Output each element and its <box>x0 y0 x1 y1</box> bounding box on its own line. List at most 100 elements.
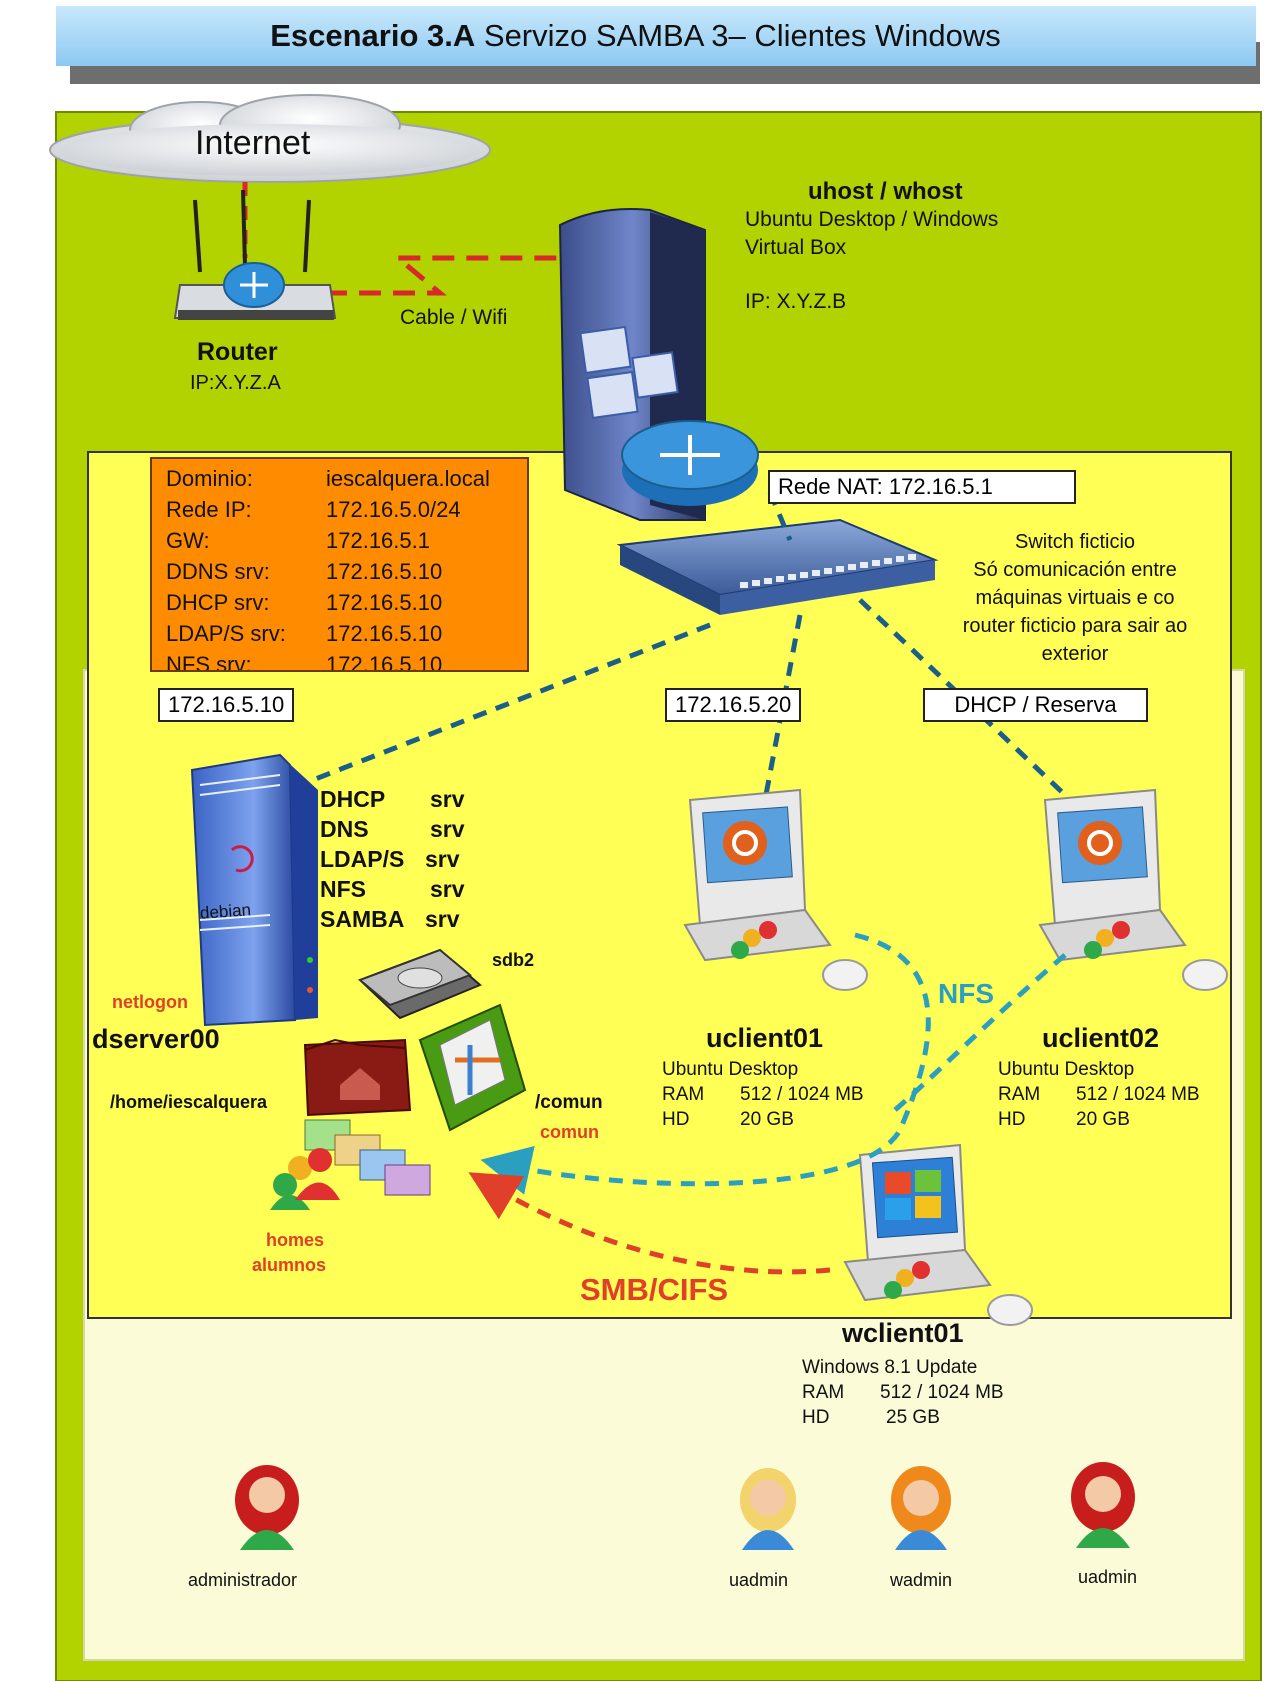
network-info-box: Dominio: Rede IP: GW: DDNS srv: DHCP srv… <box>150 457 529 672</box>
title-rest: Servizo SAMBA 3– Clientes Windows <box>483 18 1001 53</box>
host-os: Ubuntu Desktop / Windows <box>745 208 999 231</box>
wclient01-specs: Windows 8.1 Update RAM 512 / 1024 MB HD 25… <box>802 1355 1004 1430</box>
spec-value: 512 / 1024 MB <box>740 1084 864 1105</box>
user-wadmin-icon <box>891 1466 951 1550</box>
router-icon <box>173 189 337 320</box>
nfs-link <box>480 932 931 1195</box>
comun-path: /comun <box>535 1092 603 1113</box>
service-suffix: srv <box>430 876 465 902</box>
user-uadmin-2-icon <box>1071 1462 1135 1548</box>
header-bar <box>56 6 1256 66</box>
service-name: LDAP/S <box>320 846 405 872</box>
router-name: Router <box>197 338 278 366</box>
server-ip: 172.16.5.10 <box>158 688 295 722</box>
spec-os: Ubuntu Desktop <box>662 1059 799 1080</box>
diagram-title: Escenario 3.A Servizo SAMBA 3– Clientes … <box>0 18 1271 54</box>
home-folder-icon <box>303 1038 412 1117</box>
spec-value: 25 GB <box>886 1407 940 1428</box>
info-value: 172.16.5.10 <box>326 590 443 615</box>
service-suffix: srv <box>425 906 460 932</box>
switch-line: máquinas virtuais e co <box>975 587 1175 609</box>
host-name: uhost / whost <box>808 178 963 205</box>
service-suffix: srv <box>430 786 465 812</box>
netlogon-label: netlogon <box>112 992 188 1012</box>
debian-server-icon <box>190 753 318 1027</box>
alumnos-label: alumnos <box>252 1255 327 1275</box>
spec-value: 512 / 1024 MB <box>880 1382 1004 1403</box>
user-uadmin-label: uadmin <box>729 1570 789 1590</box>
info-key: DHCP srv: <box>166 590 270 615</box>
disk-label: sdb2 <box>492 950 535 970</box>
server-name: dserver00 <box>92 1024 220 1054</box>
spec-label: RAM <box>662 1084 705 1105</box>
info-value: 172.16.5.1 <box>326 528 430 553</box>
info-key: GW: <box>166 528 210 553</box>
cable-wifi-link <box>325 255 565 296</box>
spec-label: RAM <box>802 1382 845 1403</box>
spec-label: HD <box>802 1407 830 1428</box>
title-bold: Escenario 3.A <box>270 18 476 53</box>
switch-line: exterior <box>1041 643 1109 665</box>
nfs-label: NFS <box>938 978 994 1009</box>
service-name: SAMBA <box>320 906 405 932</box>
comun-folder-icon <box>418 1003 527 1132</box>
service-suffix: srv <box>425 846 460 872</box>
info-key: NFS srv: <box>166 652 252 672</box>
spec-label: HD <box>662 1109 690 1130</box>
uclient01-computer-icon <box>683 788 868 991</box>
host-ip: IP: X.Y.Z.B <box>745 290 847 313</box>
switch-line: Switch ficticio <box>1014 531 1136 553</box>
uclient01-ip: 172.16.5.20 <box>665 688 802 722</box>
homes-folders-icon <box>304 1119 431 1196</box>
homes-label: homes <box>266 1230 325 1250</box>
spec-value: 20 GB <box>1076 1109 1130 1130</box>
info-value: 172.16.5.10 <box>326 652 443 672</box>
info-key: Rede IP: <box>166 497 252 522</box>
wclient01-name: wclient01 <box>842 1318 964 1348</box>
internet-label: Internet <box>195 124 311 162</box>
spec-os: Windows 8.1 Update <box>802 1357 978 1378</box>
uclient01-specs: Ubuntu Desktop RAM 512 / 1024 MB HD 20 GB <box>662 1057 864 1132</box>
smb-label: SMB/CIFS <box>580 1272 729 1307</box>
info-value: 172.16.5.10 <box>326 621 443 646</box>
user-administrador-icon <box>235 1465 299 1550</box>
info-key: Dominio: <box>166 466 253 491</box>
hard-disk-icon <box>358 948 482 1020</box>
nat-router-icon <box>621 420 759 506</box>
wclient01-computer-icon <box>843 1143 1033 1326</box>
spec-value: 20 GB <box>740 1109 794 1130</box>
switch-icon <box>616 518 939 615</box>
uclient02-ip: DHCP / Reserva <box>923 688 1148 722</box>
spec-os: Ubuntu Desktop <box>998 1059 1135 1080</box>
host-virtualbox: Virtual Box <box>745 236 847 259</box>
info-value: 172.16.5.10 <box>326 559 443 584</box>
nat-label: Rede NAT: 172.16.5.1 <box>768 470 1076 504</box>
info-value: 172.16.5.0/24 <box>326 497 461 522</box>
service-name: NFS <box>320 876 366 902</box>
spec-label: HD <box>998 1109 1026 1130</box>
service-name: DHCP <box>320 786 386 812</box>
switch-line: Só comunicación entre <box>973 559 1177 581</box>
router-ip: IP:X.Y.Z.A <box>190 372 281 394</box>
uclient02-name: uclient02 <box>1042 1023 1160 1053</box>
comun-share: comun <box>540 1122 600 1142</box>
switch-line: router ficticio para sair ao <box>962 615 1188 637</box>
home-path: /home/iescalquera <box>110 1092 268 1112</box>
info-key: LDAP/S srv: <box>166 621 286 646</box>
nfs-link-2 <box>893 953 1067 1112</box>
service-suffix: srv <box>430 816 465 842</box>
user-wadmin-label: wadmin <box>890 1570 953 1590</box>
uclient01-name: uclient01 <box>706 1023 824 1053</box>
spec-label: RAM <box>998 1084 1041 1105</box>
info-value: iescalquera.local <box>326 466 490 491</box>
user-administrador-label: administrador <box>188 1570 298 1590</box>
uclient02-computer-icon <box>1038 788 1228 991</box>
link-label: Cable / Wifi <box>400 306 508 329</box>
user-uadmin-icon <box>740 1468 796 1550</box>
internet-cloud-icon <box>49 94 491 183</box>
smb-link <box>468 1172 831 1275</box>
debian-logo-text: debian <box>199 900 252 923</box>
